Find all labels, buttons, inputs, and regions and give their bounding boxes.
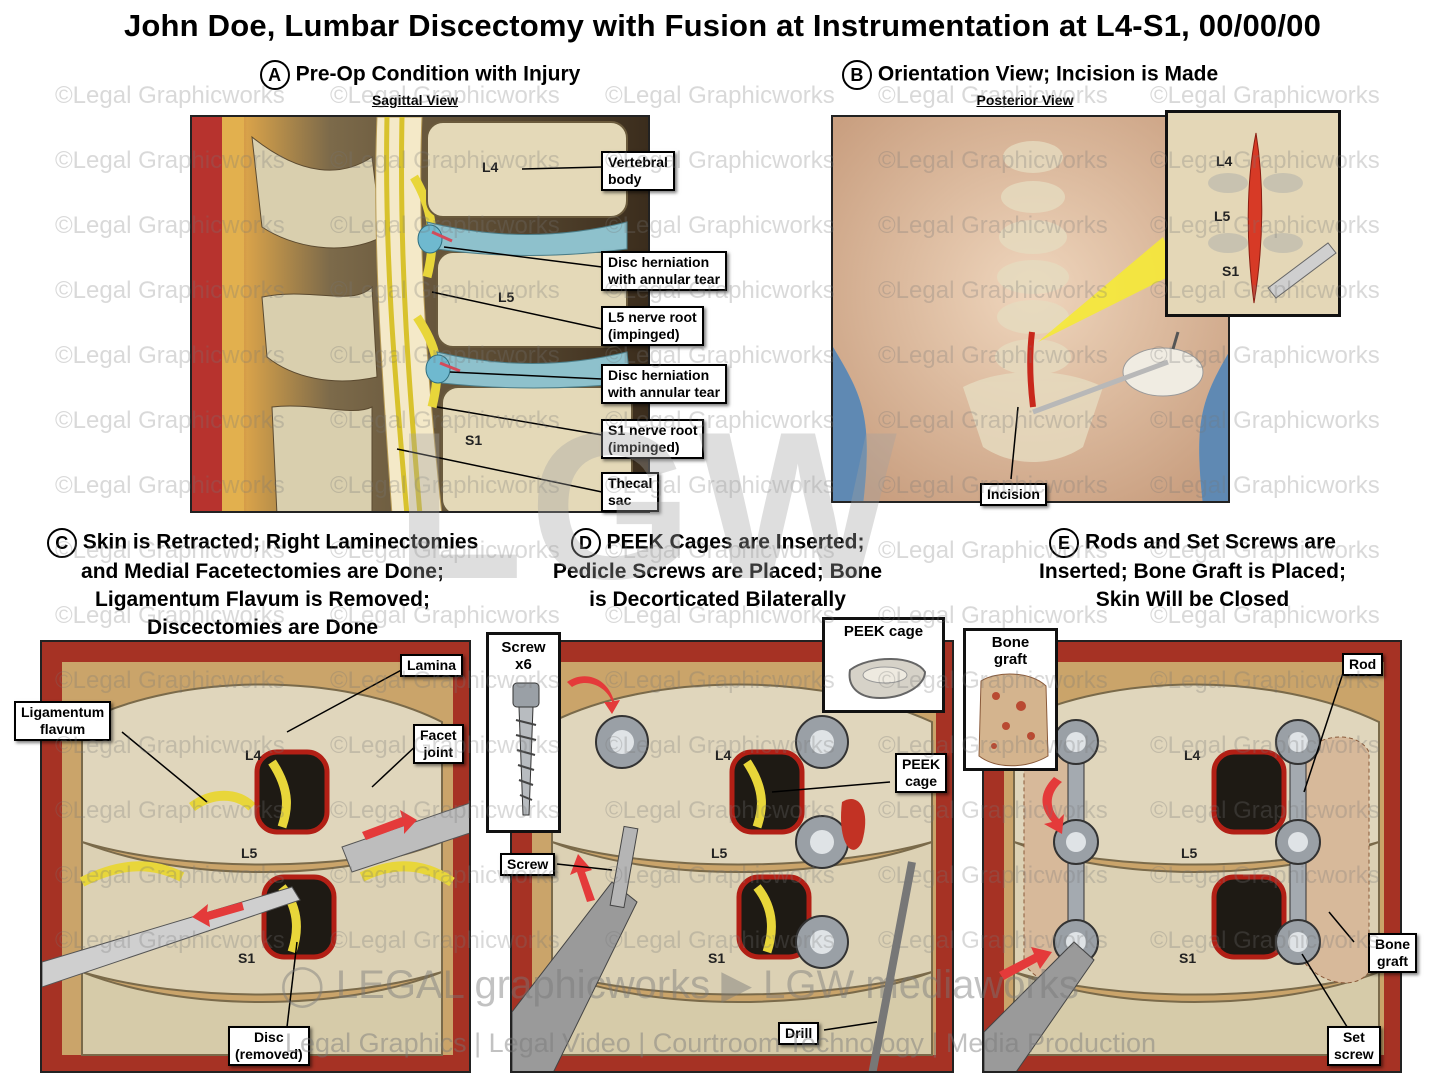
label-incision: Incision — [980, 483, 1047, 506]
panel-c-letter: C — [46, 528, 77, 558]
panel-b-illustration — [831, 115, 1230, 503]
page-title: John Doe, Lumbar Discectomy with Fusion … — [123, 8, 1322, 43]
pedicle-screw-drawing — [512, 642, 952, 1071]
peek-cage-icon — [848, 658, 927, 700]
panel-a-letter: A — [259, 60, 290, 90]
screw-inset-label-1: Screw — [501, 639, 546, 656]
screw-inset: Screw x6 — [486, 632, 561, 833]
label-lamina: Lamina — [400, 654, 464, 677]
panel-b-view: Posterior View — [976, 92, 1074, 108]
panel-e-illustration: L4 L5 S1 — [982, 640, 1402, 1073]
sagittal-spine-drawing — [192, 117, 648, 511]
panel-c-label-l4: L4 — [245, 747, 262, 763]
bone-graft-inset-label-2: graft — [993, 651, 1028, 668]
panel-c-label-s1: S1 — [238, 950, 256, 966]
bone-graft-icon — [978, 673, 1049, 767]
inset-incision-drawing — [1168, 113, 1338, 314]
panel-a-title-text: Pre-Op Condition with Injury — [295, 62, 581, 86]
panel-c-illustration: L4 L5 S1 — [40, 640, 471, 1073]
screw-inset-label-2: x6 — [515, 656, 532, 673]
panel-d-label-s1: S1 — [708, 950, 726, 966]
laminectomy-drawing — [42, 642, 469, 1071]
label-disc-removed: Disc(removed) — [228, 1026, 310, 1066]
panel-d-letter: D — [570, 528, 601, 558]
panel-a-label-l4: L4 — [482, 159, 499, 175]
panel-b-inset: L4 L5 S1 — [1165, 110, 1341, 317]
peek-cage-inset-label: PEEK cage — [843, 623, 924, 640]
pedicle-screw-icon — [512, 682, 540, 816]
rods-and-screws-drawing — [984, 642, 1400, 1071]
panel-b-title-text: Orientation View; Incision is Made — [877, 62, 1219, 86]
panel-e-letter: E — [1049, 528, 1080, 558]
inset-label-l5: L5 — [1214, 208, 1231, 224]
bone-graft-inset: Bone graft — [963, 628, 1058, 771]
panel-c-label-l5: L5 — [241, 845, 258, 861]
posterior-back-drawing — [833, 117, 1228, 501]
label-screw: Screw — [500, 853, 556, 876]
panel-e-label-s1: S1 — [1179, 950, 1197, 966]
peek-cage-inset: PEEK cage — [822, 617, 945, 713]
inset-label-s1: S1 — [1222, 263, 1240, 279]
panel-e-label-l5: L5 — [1181, 845, 1198, 861]
label-l5-nerve-root: L5 nerve root(impinged) — [601, 306, 704, 346]
panel-a-label-l5: L5 — [498, 289, 515, 305]
panel-d-illustration: L4 L5 S1 — [510, 640, 954, 1073]
panel-e-label-l4: L4 — [1184, 747, 1201, 763]
label-s1-nerve-root: S1 nerve root(impinged) — [601, 419, 705, 459]
panel-a-illustration: L4 L5 S1 — [190, 115, 650, 513]
panel-b-letter: B — [841, 60, 872, 90]
panel-a-label-s1: S1 — [465, 432, 483, 448]
panel-d-label-l5: L5 — [711, 845, 728, 861]
bone-graft-inset-label-1: Bone — [991, 634, 1030, 651]
inset-label-l4: L4 — [1216, 153, 1233, 169]
label-drill: Drill — [778, 1022, 820, 1045]
panel-a-view: Sagittal View — [371, 92, 459, 108]
label-rod: Rod — [1342, 653, 1384, 676]
panel-d-label-l4: L4 — [715, 747, 732, 763]
